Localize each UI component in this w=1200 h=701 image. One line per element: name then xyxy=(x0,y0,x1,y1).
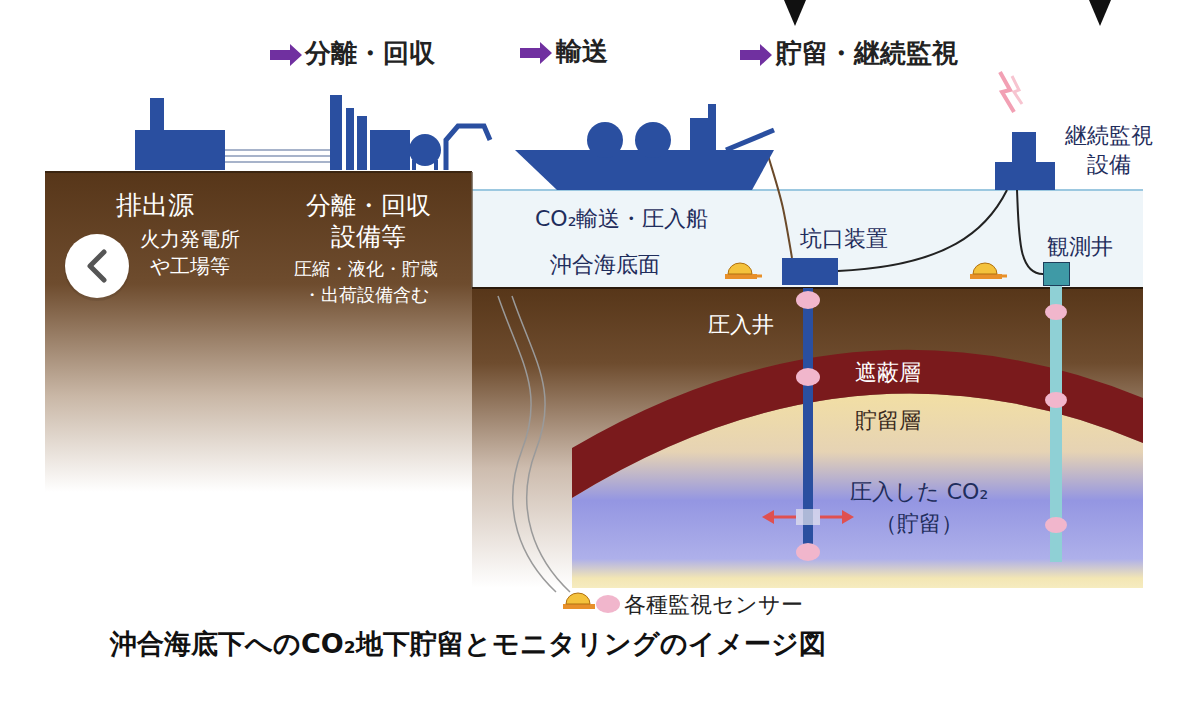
area-note: 圧縮・液化・貯蔵 ・出荷設備含む xyxy=(284,256,448,308)
text-slot: 継続監視 設備 xyxy=(1057,122,1161,179)
legend-text: 各種監視センサー xyxy=(624,592,803,618)
ship-shape xyxy=(512,100,777,192)
text-slot: 圧縮・液化・貯蔵 ・出荷設備含む xyxy=(284,256,448,308)
wellhead-shape xyxy=(782,258,838,285)
injection-pipe xyxy=(767,152,792,258)
text-slot: 貯留層 xyxy=(855,408,921,434)
text-slot: 分離・回収 設備等 xyxy=(298,190,438,253)
process-step: 貯留・継続監視 xyxy=(776,38,958,69)
area-note: 火力発電所 や工場等 xyxy=(122,226,258,280)
text-slot: 分離・回収 xyxy=(305,38,435,69)
observation-well-shape xyxy=(1043,262,1070,562)
text-slot: 遮蔽層 xyxy=(855,360,921,386)
area-heading: 排出源 xyxy=(116,190,194,221)
platform-shape xyxy=(995,132,1055,190)
seabed-label: 沖合海底面 xyxy=(550,252,660,278)
transport-ship: CO₂輸送・圧入船 xyxy=(512,100,777,192)
text-slot: 貯留・継続監視 xyxy=(776,38,958,69)
node-label: CO₂輸送・圧入船 xyxy=(535,206,709,232)
node-label: 継続監視 設備 xyxy=(1057,122,1161,179)
node-label: 圧入した CO₂（貯留） xyxy=(834,476,1004,540)
node-label: 圧入井 xyxy=(708,312,774,338)
observation-well: 観測井 xyxy=(1043,262,1070,286)
process-step: 輸送 xyxy=(556,36,608,67)
text-slot: CO₂輸送・圧入船 xyxy=(535,206,709,232)
process-step: 分離・回収 xyxy=(305,38,435,69)
node-label: 観測井 xyxy=(1047,234,1113,260)
text-slot: 沖合海底下へのCO₂地下貯留とモニタリングのイメージ図 xyxy=(110,628,826,660)
monitoring-platform: 継続監視 設備 xyxy=(995,132,1055,190)
text-slot: 圧入した CO₂（貯留） xyxy=(834,476,1004,540)
text-slot: 排出源 xyxy=(116,190,194,221)
wellhead-box: 坑口装置 xyxy=(782,258,838,285)
text-slot: 圧入井 xyxy=(708,312,774,338)
node-label: 坑口装置 xyxy=(800,226,888,252)
text-slot: 輸送 xyxy=(556,36,608,67)
node-label: 遮蔽層 xyxy=(855,360,921,386)
monitoring-cable xyxy=(1017,190,1043,274)
text-slot: 観測井 xyxy=(1047,234,1113,260)
text-slot: 沖合海底面 xyxy=(550,252,660,278)
area-heading: 分離・回収 設備等 xyxy=(298,190,438,253)
text-slot: 各種監視センサー xyxy=(624,592,803,618)
figure-caption: 沖合海底下へのCO₂地下貯留とモニタリングのイメージ図 xyxy=(110,628,826,660)
text-slot: 火力発電所 や工場等 xyxy=(122,226,258,280)
injection-well: 圧入井 xyxy=(700,288,860,560)
text-slot: 坑口装置 xyxy=(800,226,888,252)
node-label: 貯留層 xyxy=(855,408,921,434)
